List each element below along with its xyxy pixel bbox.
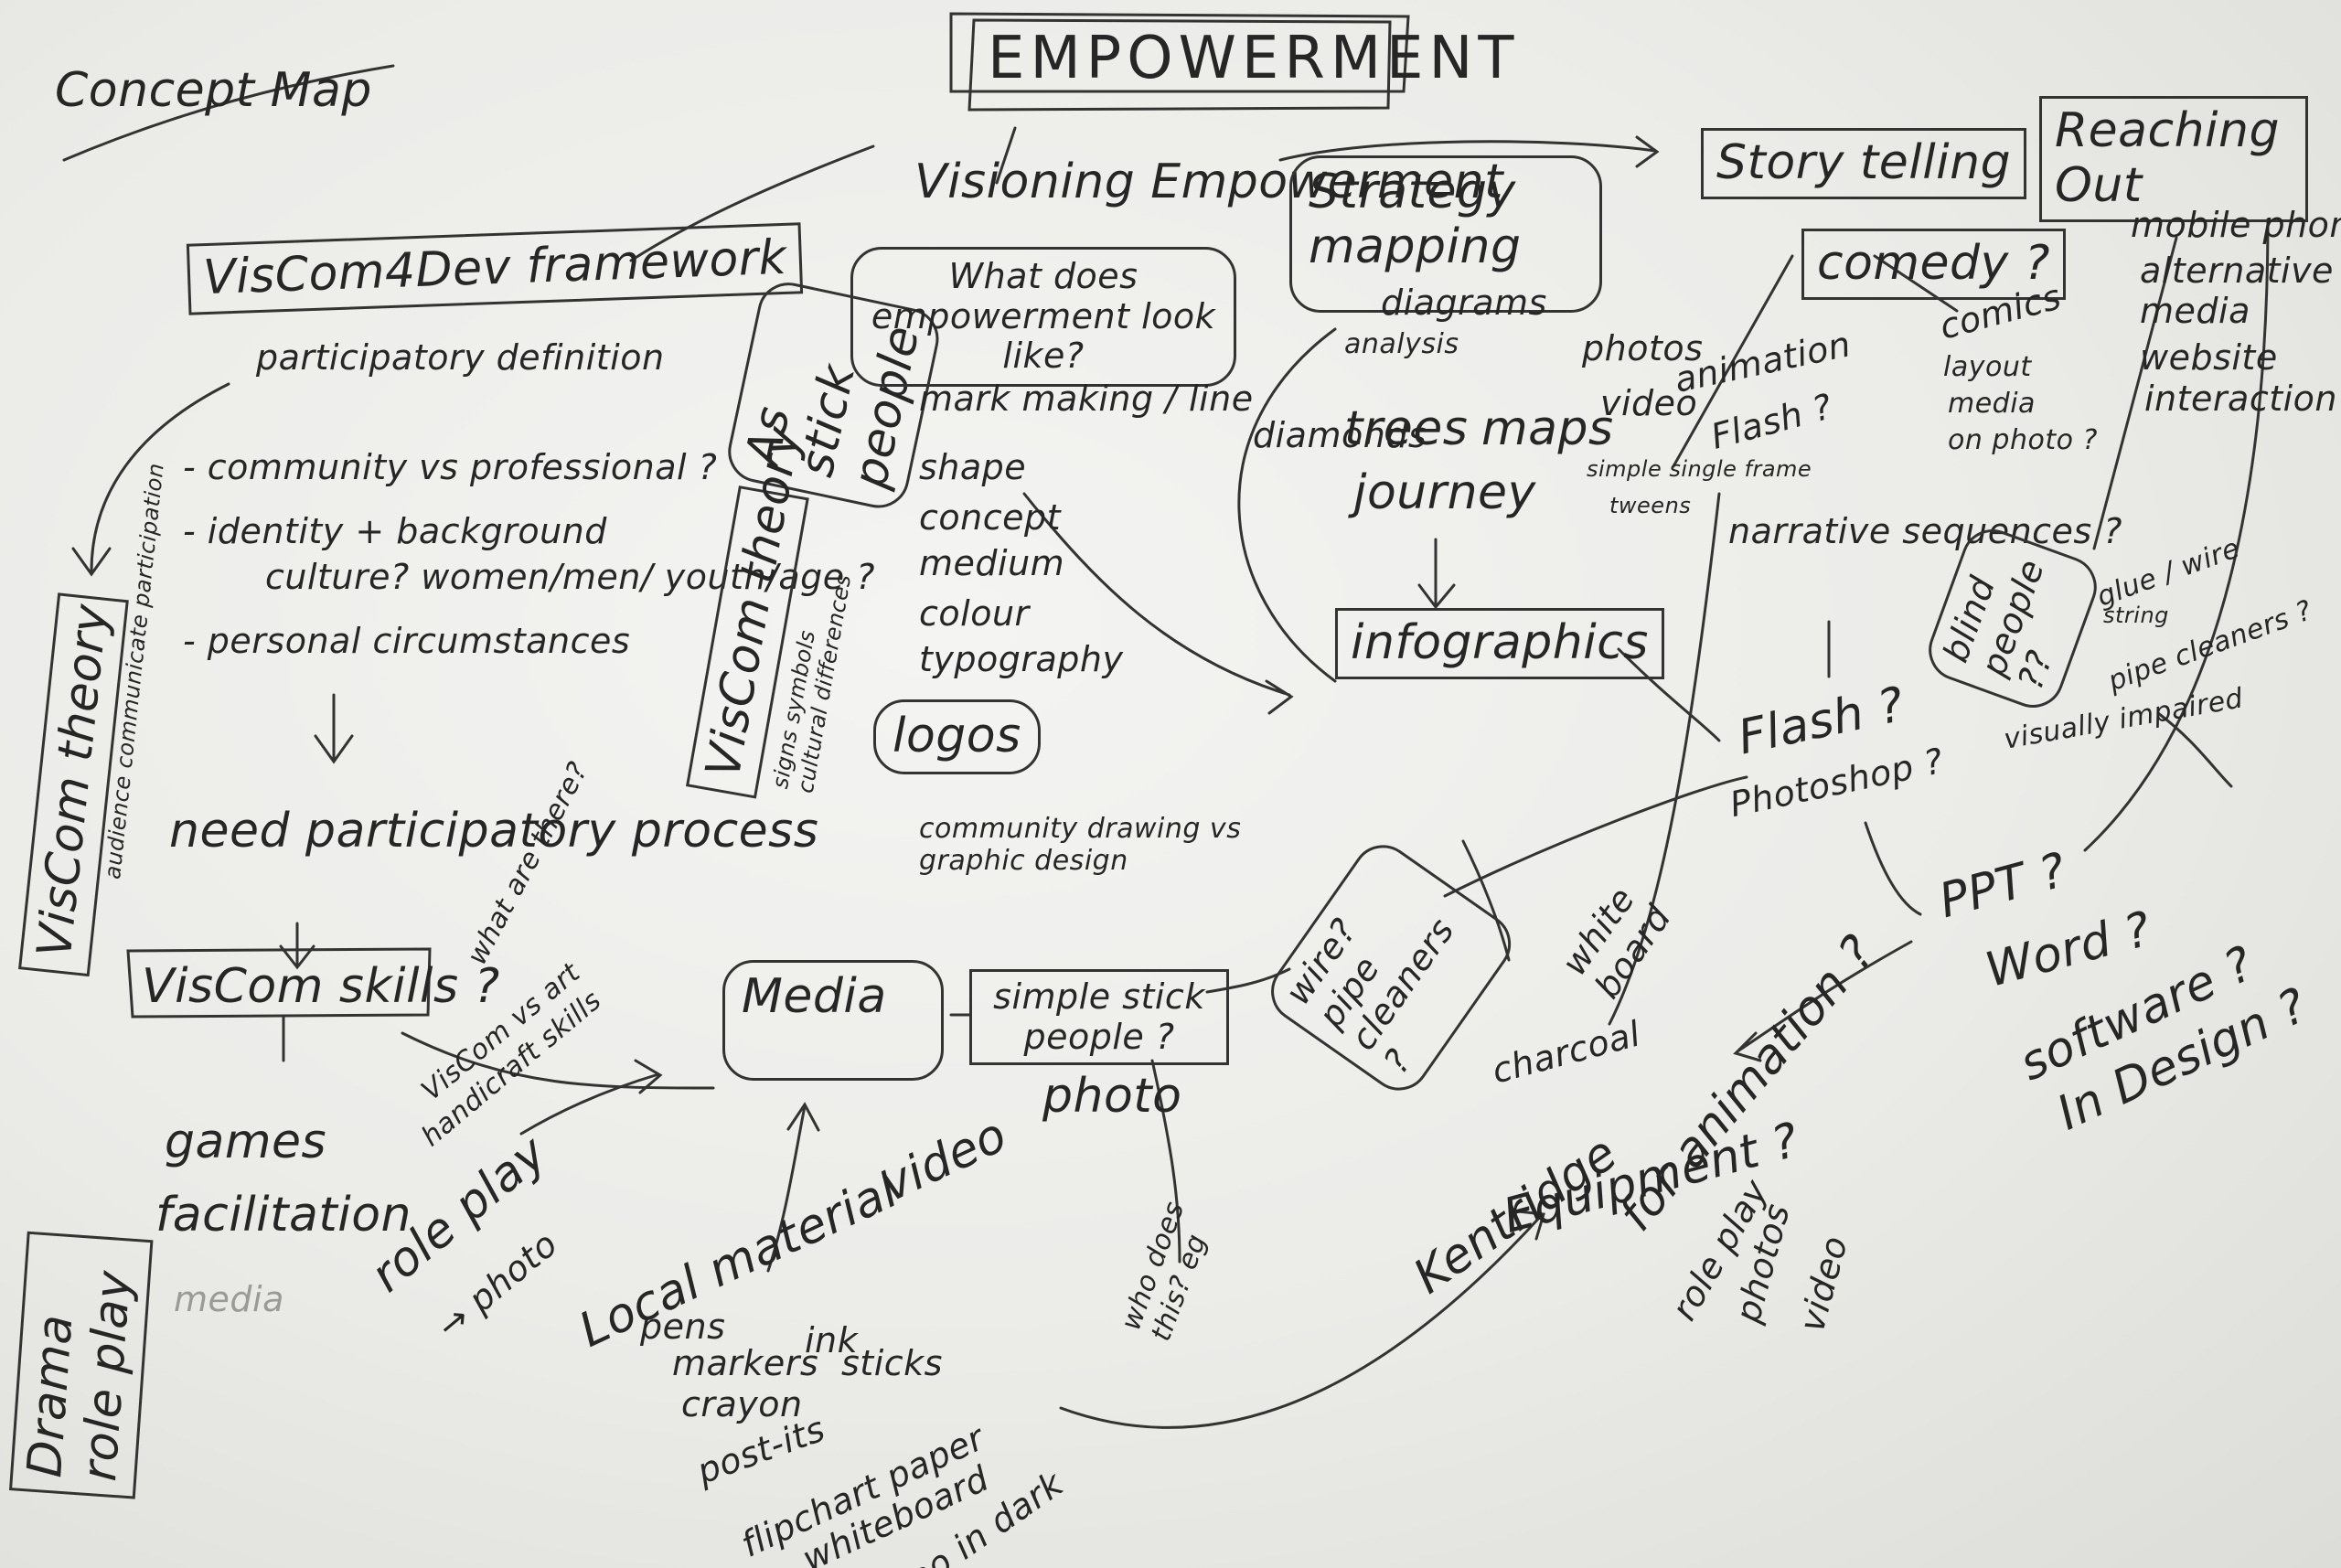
story-item: photos (1582, 328, 1704, 368)
reaching-out-item: interaction (2144, 379, 2338, 419)
visioning-slash (995, 126, 1017, 185)
stick-to-wire-line (1205, 967, 1291, 994)
story-item: simple single frame (1587, 456, 1812, 482)
strategy-curve (1237, 327, 1337, 683)
logos-note: community drawing vs graphic design (919, 813, 1242, 877)
wire-to-flash-line (1443, 775, 1748, 898)
strategy-item: diamonds (1253, 415, 1427, 455)
stick-to-who-line (1150, 1059, 1181, 1264)
infographics-node: infographics (1335, 608, 1664, 679)
strategy-node: Strategy mapping (1289, 155, 1602, 313)
local-item: ink (805, 1320, 859, 1360)
strategy-item: journey (1353, 465, 1536, 520)
visioning-item: typography (919, 639, 1124, 679)
arrow-strategy-storytelling (1278, 135, 1660, 168)
arrow-down-infographics (1417, 538, 1456, 610)
strategy-item: trees (1344, 401, 1469, 456)
storytelling-line-1 (1672, 254, 1794, 468)
reaching-out-line (2092, 236, 2178, 550)
story-item: tweens (1609, 493, 1692, 518)
strategy-item: analysis (1344, 328, 1459, 360)
infographics-to-charcoal-line (1461, 839, 1511, 962)
reaching-out-item: alternative media (2140, 251, 2334, 331)
root-to-framework-line (629, 144, 875, 262)
storytelling-node: Story telling (1701, 128, 2027, 199)
story-item: narrative sequences ? (1728, 511, 2122, 551)
arrow-head (71, 547, 112, 577)
line-to-media (401, 1031, 715, 1090)
infographics-to-flash-line (1617, 647, 1721, 742)
comedy-node: comedy ? (1801, 229, 2066, 300)
arrow-to-infographics (1022, 492, 1294, 715)
down-arrow-2 (279, 922, 315, 970)
strategy-item: maps (1481, 401, 1614, 456)
logos-node: logos (873, 699, 1041, 774)
title-underline (62, 64, 395, 162)
media-item: photo (1042, 1069, 1182, 1124)
photoshop-to-ppt-line (1864, 821, 1922, 916)
root-node: EMPOWERMENT (988, 25, 1520, 92)
root-box-frame (949, 12, 1410, 93)
storytelling-line-2 (1873, 254, 1959, 313)
framework-to-theory-line (90, 382, 230, 573)
ppt-arrow (1733, 940, 1913, 1062)
framework-item: media (174, 1279, 284, 1319)
framework-item: need participatory process (169, 804, 819, 859)
visioning-item: mark making / line (919, 379, 1254, 419)
media-node: Media (722, 960, 944, 1081)
framework-item: - identity + background (183, 511, 607, 551)
story-item: video (1600, 383, 1698, 423)
reaching-out-node: Reaching Out (2039, 96, 2308, 222)
visioning-item: concept (919, 497, 1062, 538)
reaching-out-item: mobile phone (2131, 205, 2341, 245)
story-item: on photo ? (1948, 424, 2098, 456)
long-line-to-whiteboard (1608, 492, 1721, 1026)
page-title: Concept Map (55, 63, 372, 118)
arrow-to-equipment (1059, 1210, 1545, 1429)
arrow-local-to-media (766, 1102, 820, 1273)
framework-item: culture? women/men/ youth/age ? (265, 557, 875, 597)
local-item: pens (640, 1307, 726, 1347)
framework-item: facilitation (155, 1188, 412, 1243)
blind-line (2156, 711, 2233, 788)
down-arrow (314, 693, 354, 764)
local-item: markers (672, 1343, 819, 1383)
framework-item: participatory definition (256, 337, 665, 378)
visioning-item: colour (919, 593, 1030, 634)
story-item: layout (1943, 351, 2032, 383)
visioning-question: What does empowerment look like? (850, 247, 1236, 388)
local-item: sticks (841, 1343, 943, 1383)
stick-people-box: simple stick people ? (969, 969, 1229, 1066)
reaching-out-curve (2083, 218, 2270, 852)
framework-item: games (165, 1115, 327, 1169)
blind-note: string (2103, 603, 2169, 628)
story-item: media (1948, 388, 2036, 420)
strategy-item: diagrams (1381, 283, 1547, 323)
root-box-frame-2 (967, 18, 1392, 112)
viscom-skills-node: VisCom skills ? (142, 959, 500, 1014)
visioning-node: Visioning Empowerment (914, 155, 1503, 209)
arrow-to-media (519, 1059, 663, 1136)
local-item: crayon (681, 1384, 803, 1424)
drama-node: Drama role play (9, 1231, 154, 1499)
visioning-item: shape (919, 447, 1027, 487)
framework-item: - community vs professional ? (183, 447, 718, 487)
visioning-item: medium (919, 543, 1065, 583)
reaching-out-item: website (2140, 337, 2278, 378)
framework-item: - personal circumstances (183, 621, 631, 661)
viscom-skills-frame (126, 947, 432, 1019)
